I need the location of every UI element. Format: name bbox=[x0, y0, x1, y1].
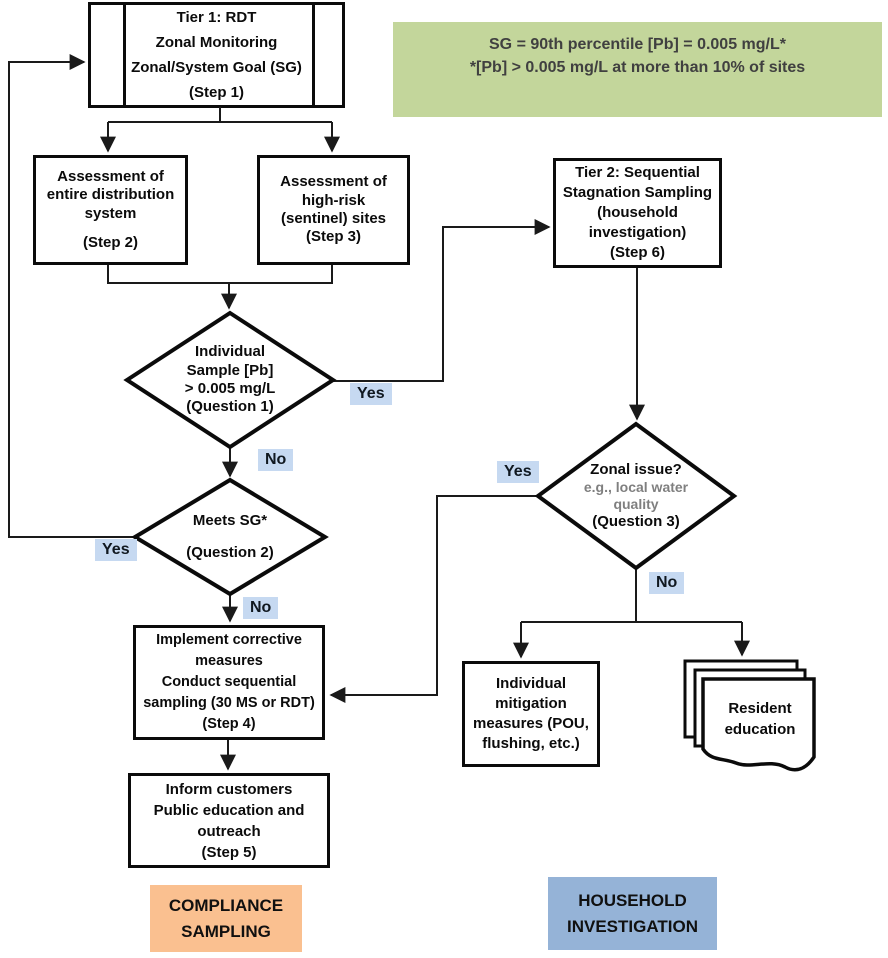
mitigation-line: Individual bbox=[495, 675, 566, 692]
edge-label-q1-no: No bbox=[258, 449, 294, 471]
step1-left-bar bbox=[123, 5, 126, 105]
connector-question3-no-split bbox=[521, 568, 742, 623]
question3-question: (Question 3) bbox=[592, 513, 680, 531]
step6-line: Stagnation Sampling bbox=[562, 184, 713, 201]
question1-line: Sample [Pb] bbox=[186, 361, 274, 379]
mitigation-line: measures (POU, bbox=[473, 715, 589, 732]
edge-label-q3-yes: Yes bbox=[497, 461, 539, 483]
connector-step1-split bbox=[108, 107, 332, 123]
step2-line: entire distribution bbox=[46, 186, 175, 204]
step5-line: Public education and bbox=[153, 801, 305, 819]
step6-line: investigation) bbox=[588, 224, 687, 241]
edge-label-q2-no: No bbox=[243, 597, 279, 619]
step6-line: (household bbox=[597, 204, 678, 221]
question1-line: Individual bbox=[194, 343, 265, 361]
question1-line: (Question 1) bbox=[186, 398, 274, 416]
step5-line: Inform customers bbox=[165, 780, 293, 798]
resident-education-text: Resident education bbox=[708, 698, 812, 740]
step3-line: Assessment of bbox=[280, 173, 387, 191]
question2-line: Meets SG* bbox=[192, 512, 268, 530]
compliance-line: COMPLIANCE bbox=[168, 896, 284, 915]
household-line: HOUSEHOLD bbox=[578, 891, 687, 910]
question1-line: > 0.005 mg/L bbox=[184, 380, 276, 397]
step6-line: Tier 2: Sequential bbox=[575, 164, 700, 181]
step2-line: (Step 2) bbox=[82, 233, 138, 251]
step1-line: Tier 1: RDT bbox=[176, 9, 257, 26]
question2-text: Meets SG* (Question 2) bbox=[155, 498, 305, 576]
step2-line: system bbox=[84, 204, 137, 222]
node-step1: Tier 1: RDT Zonal Monitoring Zonal/Syste… bbox=[88, 2, 345, 108]
mitigation-line: flushing, etc.) bbox=[482, 735, 580, 752]
household-investigation-label: HOUSEHOLD INVESTIGATION bbox=[548, 877, 717, 950]
compliance-sampling-label: COMPLIANCE SAMPLING bbox=[150, 885, 302, 952]
step5-line: outreach bbox=[197, 822, 261, 840]
household-line: INVESTIGATION bbox=[567, 916, 698, 936]
step4-line: sampling (30 MS or RDT) bbox=[143, 695, 315, 711]
question3-title: Zonal issue? bbox=[590, 460, 682, 478]
step4-line: Implement corrective bbox=[156, 632, 302, 648]
node-step2: Assessment of entire distribution system… bbox=[33, 155, 188, 265]
connector-steps-merge bbox=[107, 265, 333, 284]
note-line: *[Pb] > 0.005 mg/L at more than 10% of s… bbox=[469, 59, 806, 76]
edge-label-q2-yes: Yes bbox=[95, 539, 137, 561]
step1-line: Zonal Monitoring bbox=[155, 34, 278, 51]
step4-line: Conduct sequential bbox=[161, 674, 297, 690]
question3-subtitle: e.g., local water bbox=[583, 478, 689, 495]
step5-line: (Step 5) bbox=[201, 843, 257, 861]
node-step5: Inform customers Public education and ou… bbox=[128, 773, 330, 868]
step2-line: Assessment of bbox=[57, 167, 164, 185]
step1-right-bar bbox=[312, 5, 315, 105]
step3-line: high-risk bbox=[301, 191, 366, 209]
node-mitigation: Individual mitigation measures (POU, flu… bbox=[462, 661, 600, 767]
resident-line: Resident bbox=[728, 700, 792, 717]
mitigation-line: mitigation bbox=[495, 695, 567, 712]
sg-definition-note: SG = 90th percentile [Pb] = 0.005 mg/L* … bbox=[393, 22, 882, 117]
step4-line: measures bbox=[195, 653, 263, 669]
question2-line: (Question 2) bbox=[186, 543, 274, 561]
node-step4: Implement corrective measures Conduct se… bbox=[133, 625, 325, 740]
node-step6: Tier 2: Sequential Stagnation Sampling (… bbox=[553, 158, 722, 268]
step1-line: (Step 1) bbox=[188, 84, 244, 101]
edge-label-q3-no: No bbox=[649, 572, 685, 594]
connector-question2-yes-feedback bbox=[8, 54, 135, 538]
step4-line: (Step 4) bbox=[202, 716, 256, 732]
step1-line: Zonal/System Goal (SG) bbox=[131, 59, 302, 76]
question1-text: Individual Sample [Pb] > 0.005 mg/L (Que… bbox=[145, 330, 315, 430]
resident-line: education bbox=[724, 721, 796, 738]
question3-subtitle: quality bbox=[613, 496, 659, 512]
note-line: SG = 90th percentile [Pb] = 0.005 mg/L* bbox=[489, 36, 786, 53]
compliance-line: SAMPLING bbox=[181, 921, 271, 941]
step6-line: (Step 6) bbox=[609, 244, 665, 261]
step3-line: (Step 3) bbox=[305, 228, 361, 246]
node-step3: Assessment of high-risk (sentinel) sites… bbox=[257, 155, 410, 265]
edge-label-q1-yes: Yes bbox=[350, 383, 392, 405]
step3-line: (sentinel) sites bbox=[280, 210, 387, 227]
question3-text: Zonal issue? e.g., local water quality (… bbox=[556, 438, 716, 554]
